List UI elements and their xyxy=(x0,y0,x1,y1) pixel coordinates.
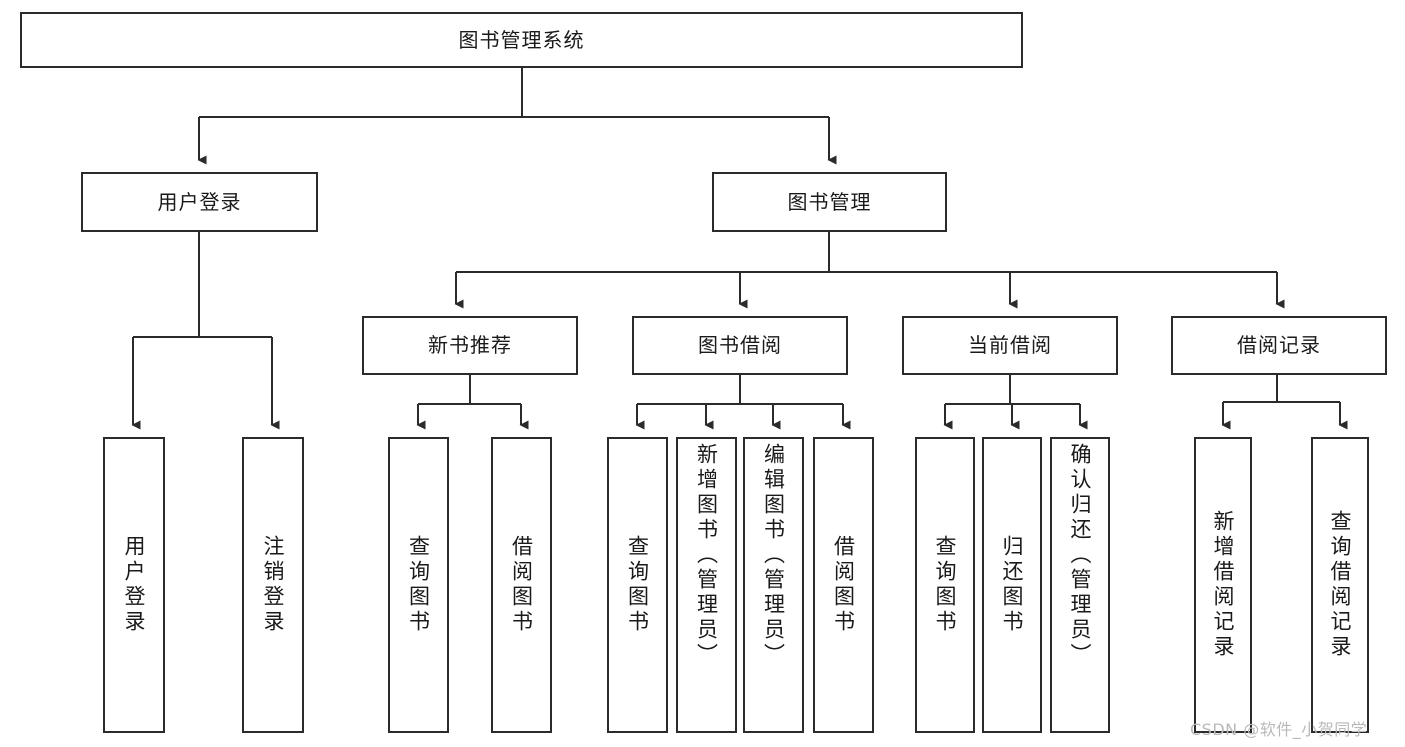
node-current-borrowing[interactable]: 当前借阅 xyxy=(902,316,1118,375)
node-label: 新书推荐 xyxy=(428,333,512,357)
node-label: 当前借阅 xyxy=(968,333,1052,357)
node-book-borrowing[interactable]: 图书借阅 xyxy=(632,316,848,375)
leaf-borrow-add-book-admin[interactable]: 新增图书（管理员） xyxy=(676,437,737,733)
leaf-current-confirm-return-admin[interactable]: 确认归还（管理员） xyxy=(1050,437,1110,733)
node-borrow-records[interactable]: 借阅记录 xyxy=(1171,316,1387,375)
node-label: 用户登录 xyxy=(122,535,147,635)
leaf-new-books-borrow-book[interactable]: 借阅图书 xyxy=(491,437,552,733)
node-label: 借阅图书 xyxy=(509,535,534,635)
leaf-user-login-logout[interactable]: 注销登录 xyxy=(242,437,304,733)
leaf-user-login-login[interactable]: 用户登录 xyxy=(103,437,165,733)
node-new-book-recommendation[interactable]: 新书推荐 xyxy=(362,316,578,375)
leaf-borrow-query-book[interactable]: 查询图书 xyxy=(607,437,668,733)
node-label: 查询借阅记录 xyxy=(1328,510,1353,660)
node-label: 图书管理 xyxy=(787,189,872,214)
leaf-borrow-edit-book-admin[interactable]: 编辑图书（管理员） xyxy=(743,437,804,733)
node-label: 查询图书 xyxy=(625,535,650,635)
node-label: 用户登录 xyxy=(157,189,242,214)
node-label: 查询图书 xyxy=(933,535,958,635)
node-label: 新增借阅记录 xyxy=(1211,510,1236,660)
leaf-borrow-borrow-book[interactable]: 借阅图书 xyxy=(813,437,874,733)
node-user-login[interactable]: 用户登录 xyxy=(81,172,318,232)
node-label: 编辑图书（管理员） xyxy=(761,443,786,668)
node-label: 归还图书 xyxy=(1000,535,1025,635)
node-label: 借阅图书 xyxy=(831,535,856,635)
leaf-records-add-record[interactable]: 新增借阅记录 xyxy=(1194,437,1252,733)
node-label: 注销登录 xyxy=(261,535,286,635)
node-book-management-system[interactable]: 图书管理系统 xyxy=(20,12,1023,68)
node-label: 图书借阅 xyxy=(698,333,782,357)
node-label: 图书管理系统 xyxy=(458,27,585,52)
node-label: 借阅记录 xyxy=(1237,333,1321,357)
leaf-records-query-record[interactable]: 查询借阅记录 xyxy=(1311,437,1369,733)
leaf-new-books-query-book[interactable]: 查询图书 xyxy=(388,437,449,733)
node-book-management[interactable]: 图书管理 xyxy=(712,172,947,232)
leaf-current-query-book[interactable]: 查询图书 xyxy=(915,437,975,733)
node-label: 查询图书 xyxy=(406,535,431,635)
node-label: 新增图书（管理员） xyxy=(694,443,719,668)
node-label: 确认归还（管理员） xyxy=(1068,443,1093,668)
leaf-current-return-book[interactable]: 归还图书 xyxy=(982,437,1042,733)
